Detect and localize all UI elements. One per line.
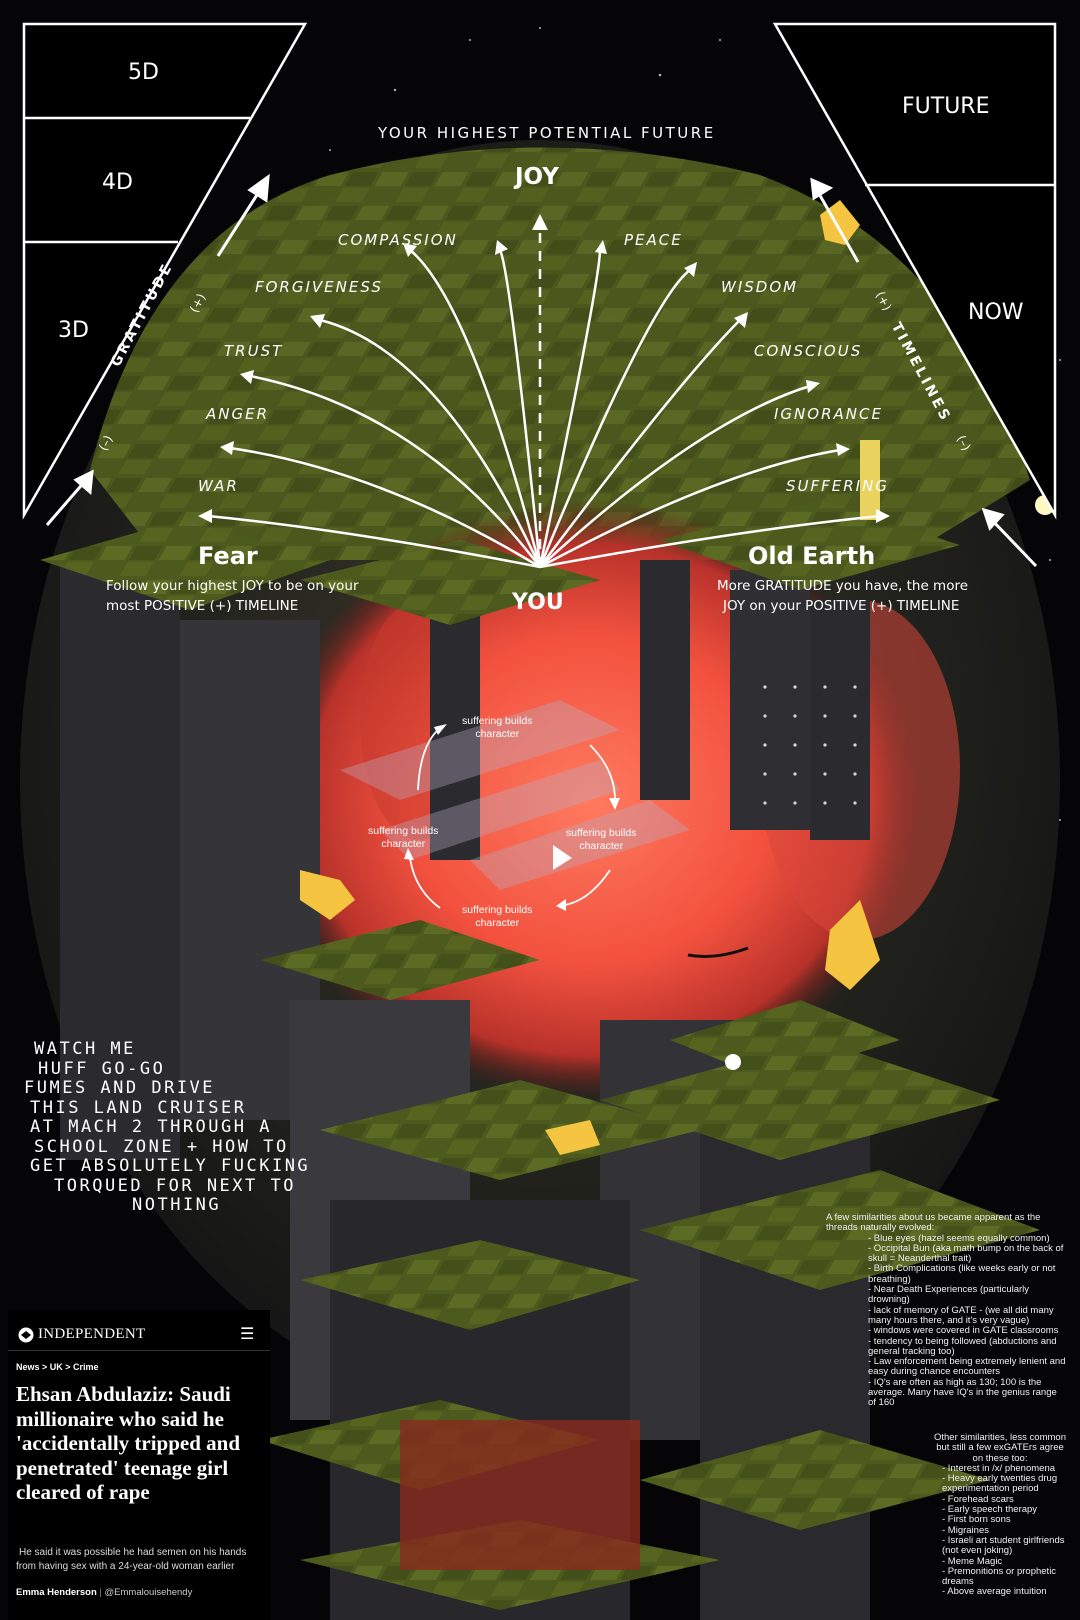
news-clipping: INDEPENDENT ☰ News > UK > Crime Ehsan Ab… [8,1310,270,1620]
old-earth-text-line1: More GRATITUDE you have, the more [717,578,969,594]
other-similarities-notes: Other similarities, less common but stil… [934,1432,1066,1598]
fan-arrowheads [198,214,890,523]
pyramid-left [22,22,308,520]
value-wisdom: WISDOM [721,278,799,296]
fear-text-line1: Follow your highest JOY to be on your [106,578,359,594]
value-conscious: CONSCIOUS [754,342,863,360]
level-3d-label: 3D [58,318,89,343]
translucent-bridges [340,700,690,890]
cycle-label-top: suffering builds character [462,715,533,740]
cycle-label-left: suffering builds character [368,825,439,850]
author-name[interactable]: Emma Henderson [16,1587,97,1598]
side-arrows [45,173,1038,568]
island-top-platforms [90,147,1030,560]
you-label: YOU [512,590,564,615]
play-triangle [553,845,572,870]
subheadline: He said it was possible he had semen on … [16,1547,247,1572]
level-now-label: NOW [968,300,1024,325]
breadcrumb[interactable]: News > UK > Crime [16,1362,99,1372]
fear-title: Fear [198,542,258,570]
headline[interactable]: Ehsan Abdulaziz: Saudi millionaire who s… [16,1382,241,1504]
value-suffering: SUFFERING [786,477,889,495]
value-trust: TRUST [224,342,284,360]
fan-arrows [207,230,881,569]
smile-line [687,946,749,958]
joy-title: JOY [515,164,559,190]
stone-structures [60,560,870,1620]
dot-grid [763,685,857,805]
value-peace: PEACE [624,231,683,249]
cycle-label-bottom: suffering builds character [462,904,533,929]
hamburger-menu-icon[interactable]: ☰ [240,1324,255,1343]
subtitle-highest-future: YOUR HIGHEST POTENTIAL FUTURE [378,124,716,142]
fear-text-line2: most POSITIVE (+) TIMELINE [106,598,299,614]
eagle-logo-icon [18,1327,34,1343]
old-earth-text-line2: JOY on your POSITIVE (+) TIMELINE [723,598,960,614]
news-brand: INDEPENDENT [38,1326,146,1342]
value-ignorance: IGNORANCE [774,405,883,423]
author-handle[interactable]: @Emmalouisehendy [104,1587,193,1598]
level-4d-label: 4D [102,170,133,195]
byline: Emma Henderson | @Emmalouisehendy [16,1587,193,1598]
level-future-label: FUTURE [902,94,990,119]
news-header: INDEPENDENT ☰ [8,1324,270,1351]
cycle-label-right: suffering builds character [566,827,637,852]
value-war: WAR [198,477,239,495]
watch-me-caption: WATCH ME HUFF GO-GO FUMES AND DRIVE THIS… [24,1039,311,1215]
value-anger: ANGER [206,405,270,423]
value-forgiveness: FORGIVENESS [255,278,383,296]
old-earth-title: Old Earth [748,542,876,570]
value-compassion: COMPASSION [338,231,458,249]
pyramid-right [772,22,1057,520]
similarities-notes: A few similarities about us became appar… [826,1212,1066,1409]
level-5d-label: 5D [128,60,159,85]
